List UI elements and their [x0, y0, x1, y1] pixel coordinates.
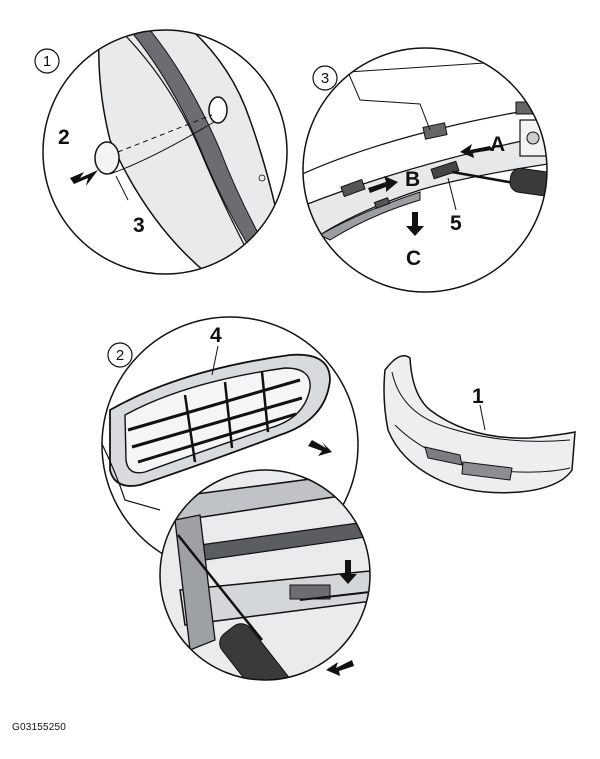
- inset-screwdriver-shaft: [177, 534, 263, 641]
- label-lanyard: 3: [133, 214, 145, 237]
- screwdriver-shaft: [451, 170, 521, 186]
- detail-2-grille-removal: 2 4: [101, 316, 371, 681]
- label-clip: 5: [450, 212, 462, 235]
- grille-bar: [183, 394, 197, 463]
- leader-3-b: [347, 71, 431, 131]
- inset-frame: [159, 469, 371, 681]
- bumper-left-vent: [424, 446, 463, 466]
- press-arrow-icon: [339, 560, 357, 584]
- leader-5: [447, 177, 457, 211]
- lanyard-line: [109, 121, 215, 175]
- grille-slat: [127, 378, 301, 432]
- label-bumper: 1: [472, 385, 484, 408]
- label-direction-c: C: [406, 247, 421, 270]
- detail-3-number: 3: [321, 70, 329, 87]
- inset-side-post: [174, 514, 216, 651]
- detail-2-badge: [107, 342, 133, 368]
- detail-3-clip-release: 3 A B C 5: [302, 47, 548, 293]
- body-edge: [102, 439, 161, 511]
- clip-mid: [430, 160, 460, 180]
- leader-3: [115, 175, 129, 201]
- detail-1-cap-removal: 1 2 3: [34, 29, 288, 275]
- panel-dark-gap: [128, 30, 286, 274]
- bumper-center-vent: [461, 461, 513, 481]
- grille-bar: [260, 371, 270, 433]
- panel-seam: [119, 30, 261, 274]
- arrow-b-icon: [368, 176, 398, 193]
- body-panel: [98, 30, 287, 274]
- cap-part: [94, 141, 120, 175]
- grille-slat: [137, 412, 297, 464]
- push-arrow-icon: [326, 660, 354, 676]
- pull-arrow-icon: [308, 440, 332, 456]
- detail-1-badge: [34, 48, 60, 74]
- bumper-edge-panel: [304, 129, 547, 236]
- small-screw-icon: [258, 174, 266, 182]
- label-grille: 4: [210, 324, 222, 347]
- figure-id: G03155250: [12, 722, 67, 733]
- detail-2-number: 2: [116, 347, 124, 364]
- grille-bar: [223, 381, 234, 449]
- detail-3-badge: [312, 65, 338, 91]
- arrow-a-icon: [460, 144, 492, 158]
- detail-1-frame: [42, 29, 288, 275]
- detail-3-frame: [302, 47, 548, 293]
- bumper-top-line: [391, 371, 571, 442]
- inset-frame-bottom: [179, 569, 370, 626]
- clip-top: [422, 122, 448, 140]
- label-cap: 2: [58, 126, 70, 149]
- leader-4: [211, 345, 219, 376]
- grille-slat: [131, 396, 303, 449]
- removal-arrow-icon: [70, 170, 98, 186]
- mounting-hole: [208, 96, 228, 124]
- tool-tip-line: [299, 591, 370, 601]
- clip-left: [340, 178, 366, 198]
- bumper-lower-shade: [318, 191, 421, 241]
- bumper-overview: 1: [383, 355, 576, 494]
- label-direction-b: B: [405, 168, 420, 191]
- label-direction-a: A: [490, 133, 505, 156]
- arrow-c-icon: [406, 212, 424, 236]
- leader-3-a: [347, 57, 547, 73]
- leader-1: [479, 404, 486, 431]
- bracket-bolt-icon: [526, 131, 540, 145]
- clip-small: [373, 197, 391, 209]
- assembly-line: [117, 114, 213, 153]
- detail-1-number: 1: [43, 53, 51, 70]
